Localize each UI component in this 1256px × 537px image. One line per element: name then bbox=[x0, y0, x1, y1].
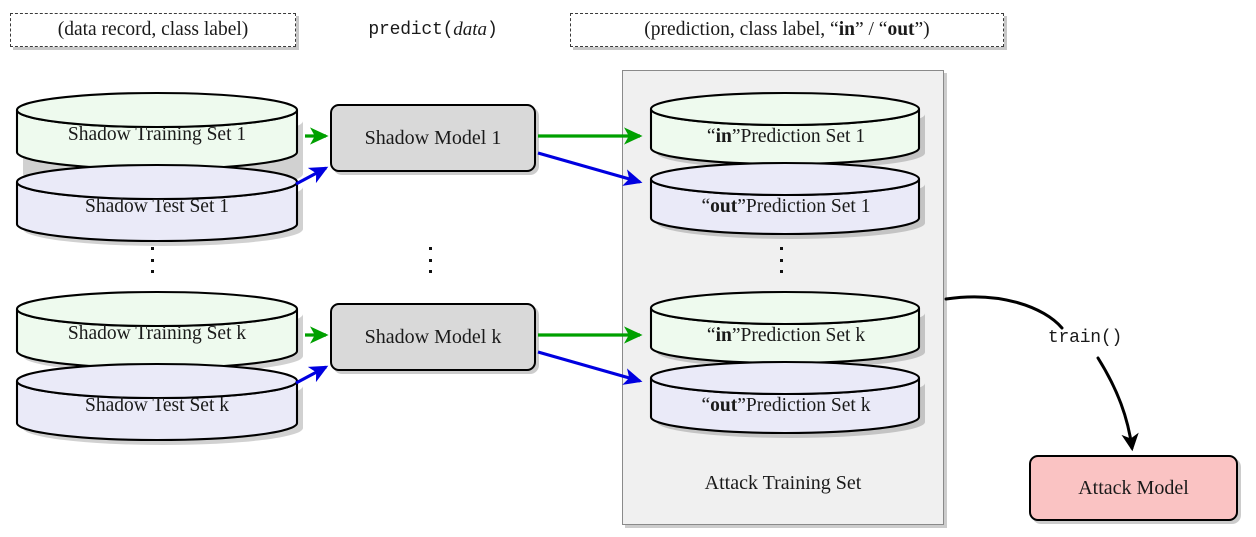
caption-prediction-tuple: (prediction, class label, “in” / “out”) bbox=[570, 13, 1004, 47]
caption-prediction-mid: ” / “ bbox=[854, 19, 888, 40]
cylinder-shadow-test-set-k: Shadow Test Set k bbox=[11, 362, 303, 445]
attack-model-box[interactable]: Attack Model bbox=[1029, 455, 1238, 521]
caption-predict-suffix: ) bbox=[487, 20, 498, 40]
caption-predict-call: predict(data) bbox=[340, 13, 526, 47]
caption-predict-arg: data bbox=[453, 19, 487, 40]
caption-prediction-in: in bbox=[838, 19, 855, 40]
caption-prediction-pre: (prediction, class label, “ bbox=[644, 19, 839, 40]
cylinder-out-prediction-set-1: “out” Prediction Set 1 bbox=[645, 161, 927, 239]
train-call-text: train() bbox=[1047, 328, 1123, 348]
attack-model-label: Attack Model bbox=[1078, 476, 1189, 499]
shadow-model-k[interactable]: Shadow Model k bbox=[330, 303, 536, 371]
caption-data-record: (data record, class label) bbox=[10, 13, 296, 47]
cylinder-shadow-training-set-k: Shadow Training Set k bbox=[11, 290, 303, 373]
arrow-train-to-attack-model bbox=[1096, 356, 1139, 452]
cylinder-out-prediction-set-k: “out” Prediction Set k bbox=[645, 360, 927, 438]
cylinder-shadow-training-set-1: Shadow Training Set 1 bbox=[11, 91, 303, 191]
ellipsis-left-column bbox=[151, 247, 154, 273]
caption-prediction-post: ”) bbox=[914, 19, 930, 40]
cylinder-shadow-test-set-1: Shadow Test Set 1 bbox=[11, 163, 303, 246]
ellipsis-predictions-column bbox=[780, 247, 783, 273]
cylinder-in-prediction-set-k: “in” Prediction Set k bbox=[645, 290, 927, 368]
cylinder-in-prediction-set-1: “in” Prediction Set 1 bbox=[645, 91, 927, 169]
train-call-label: train() bbox=[1030, 325, 1140, 351]
caption-prediction-out: out bbox=[887, 19, 915, 40]
caption-data-record-text: (data record, class label) bbox=[57, 19, 249, 40]
shadow-model-k-label: Shadow Model k bbox=[364, 325, 502, 348]
ellipsis-models-column bbox=[429, 247, 432, 273]
arrow-train-curve-segment bbox=[944, 295, 1064, 330]
attack-training-set-label: Attack Training Set bbox=[704, 472, 862, 494]
shadow-model-1[interactable]: Shadow Model 1 bbox=[330, 104, 536, 172]
caption-predict-prefix: predict( bbox=[368, 20, 454, 40]
shadow-model-1-label: Shadow Model 1 bbox=[364, 126, 502, 149]
